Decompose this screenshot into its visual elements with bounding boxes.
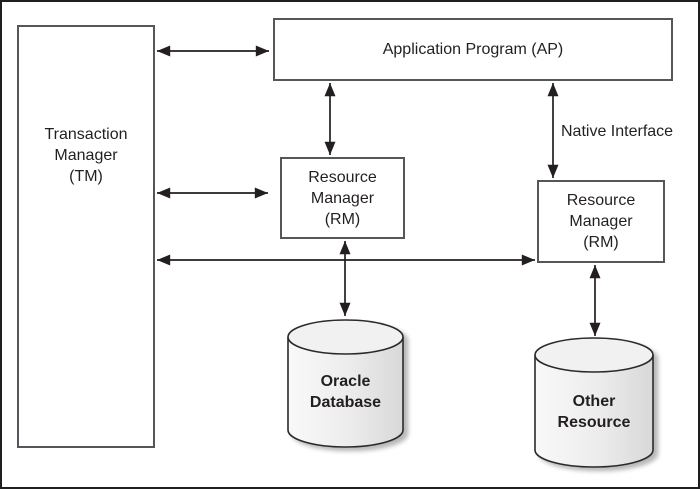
node-transaction-manager: Transaction Manager (TM) — [17, 25, 155, 448]
resource-manager-left-label: Resource Manager (RM) — [308, 168, 377, 228]
transaction-manager-label: Transaction Manager (TM) — [44, 126, 128, 185]
native-interface-label: Native Interface — [561, 123, 674, 140]
resource-manager-right-label: Resource Manager (RM) — [566, 192, 636, 251]
other-resource-cylinder-icon — [534, 337, 654, 468]
other-resource-label: Other Resource — [557, 393, 631, 431]
application-program-label: Application Program (AP) — [382, 41, 564, 58]
oracle-database-cylinder-icon — [287, 319, 404, 448]
node-application-program: Application Program (AP) — [273, 18, 673, 81]
node-resource-manager-left: Resource Manager (RM) — [280, 157, 405, 239]
oracle-database-label: Oracle Database — [309, 373, 382, 411]
node-resource-manager-right: Resource Manager (RM) — [537, 180, 665, 263]
